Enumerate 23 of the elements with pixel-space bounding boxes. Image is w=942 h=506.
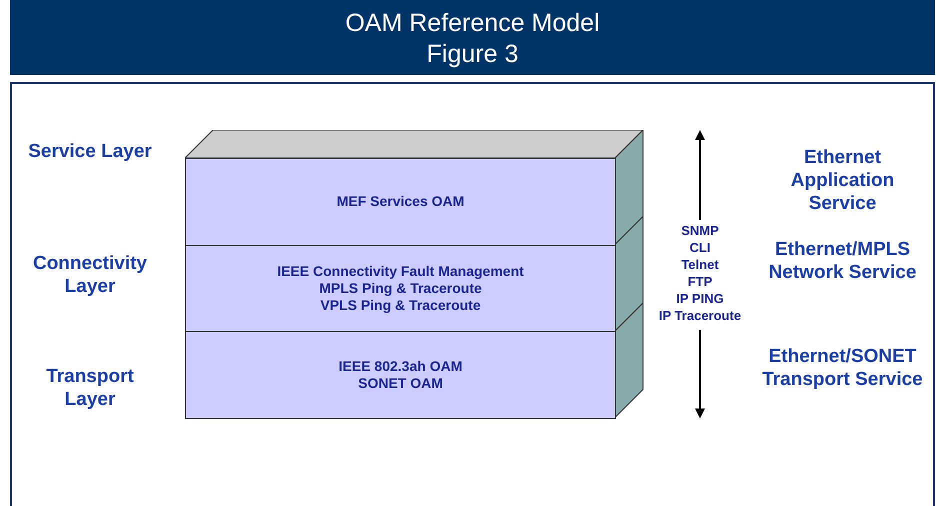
- figure-number: Figure 3: [426, 39, 520, 69]
- layer-box: [185, 244, 616, 332]
- service-label: Ethernet/MPLS Network Service: [768, 238, 918, 284]
- layer-text: IEEE Connectivity Fault Management: [277, 262, 524, 280]
- protocol-label: IP Traceroute: [658, 307, 742, 324]
- service-label: Ethernet Application Service: [790, 146, 896, 215]
- layer-text: SONET OAM: [358, 374, 443, 392]
- layer-text: MPLS Ping & Traceroute: [319, 280, 482, 297]
- protocol-label: IP PING: [675, 290, 725, 307]
- layer-text: IEEE 802.3ah OAM: [338, 358, 462, 375]
- protocol-label: CLI: [688, 239, 712, 256]
- protocol-label: Telnet: [680, 256, 720, 273]
- protocol-label: SNMP: [680, 222, 720, 239]
- layer-box: [185, 331, 616, 418]
- layer-text: VPLS Ping & Traceroute: [320, 296, 481, 314]
- layer-label: Transport Layer: [45, 365, 135, 411]
- layer-box: [185, 158, 616, 246]
- service-label: Ethernet/SONET Transport Service: [761, 345, 924, 391]
- layer-text: MEF Services OAM: [336, 193, 464, 210]
- layer-label: Connectivity Layer: [32, 252, 148, 298]
- layer-label: Service Layer: [27, 140, 153, 163]
- title: OAM Reference Model: [344, 8, 601, 38]
- protocol-label: FTP: [686, 273, 714, 290]
